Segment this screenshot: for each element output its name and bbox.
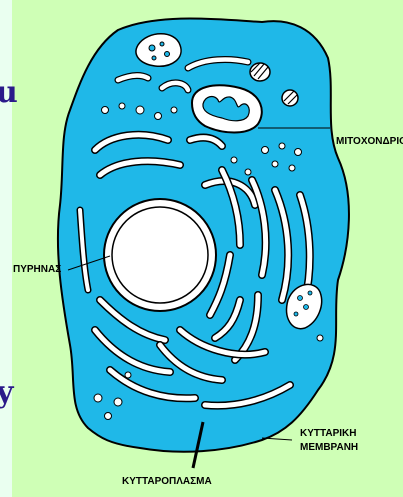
- label-membrane-line2: ΜΕΜΒΡΑΝΗ: [300, 442, 358, 454]
- vesicle: [262, 147, 269, 154]
- label-mitochondria: ΜΙΤΟΧΟΝΔΡΙΟ: [336, 136, 403, 148]
- vesicle: [171, 107, 177, 113]
- vesicle: [279, 143, 285, 149]
- vesicle: [231, 157, 237, 163]
- mitochondrion: [192, 85, 262, 132]
- vesicle: [289, 165, 295, 171]
- vesicle: [160, 42, 164, 46]
- vesicle: [155, 113, 162, 120]
- vesicle: [317, 335, 323, 341]
- vesicle: [149, 45, 155, 51]
- label-nucleus: ΠΥΡΗΝΑΣ: [13, 264, 61, 276]
- vesicle: [114, 398, 122, 406]
- vesicle: [105, 413, 112, 420]
- vesicle: [136, 106, 144, 114]
- striped-organelle: [250, 63, 270, 81]
- vesicle: [119, 103, 125, 109]
- vesicle: [94, 394, 102, 402]
- vesicle: [102, 107, 109, 114]
- vesicle: [272, 161, 278, 167]
- vesicle: [152, 56, 156, 60]
- vesicle: [125, 372, 131, 378]
- nucleus: [104, 199, 216, 311]
- edge-glyph-lower: y: [0, 378, 13, 408]
- edge-glyph-upper: u: [0, 78, 18, 108]
- label-cytoplasm: ΚΥΤΤΑΡΟΠΛΑΣΜΑ: [122, 476, 212, 488]
- label-membrane-line1: ΚΥΤΤΑΡΙΚΗ: [300, 428, 356, 440]
- striped-organelle: [282, 90, 298, 106]
- vesicle: [245, 169, 251, 175]
- vesicle: [165, 52, 170, 57]
- vesicle: [295, 149, 302, 156]
